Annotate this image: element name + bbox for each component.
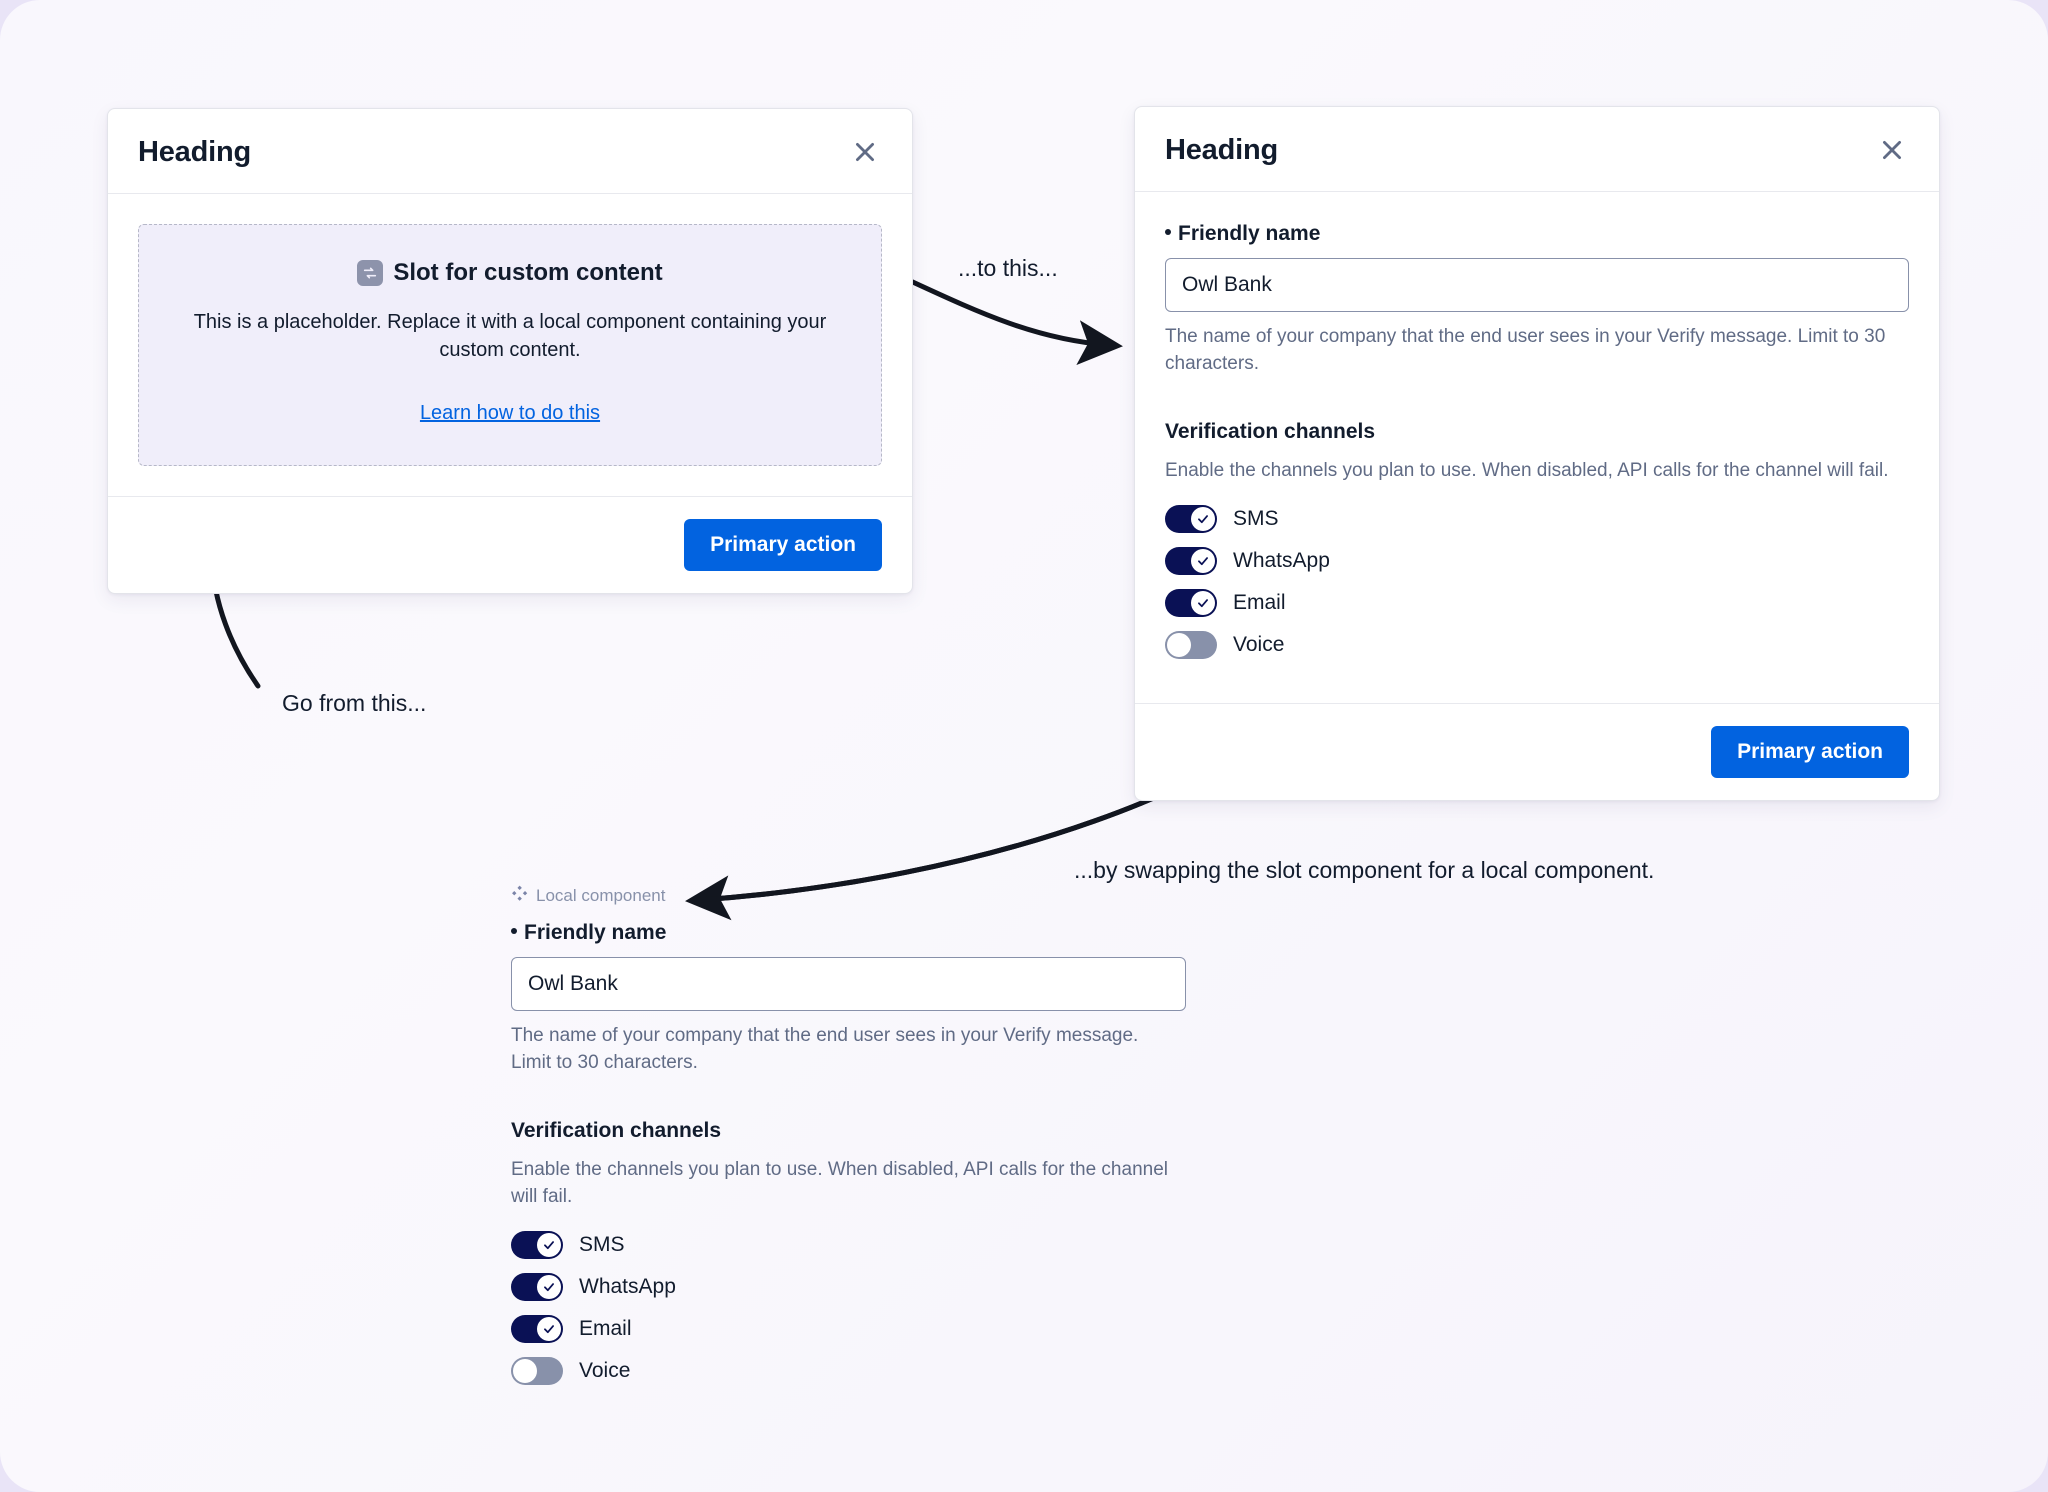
close-icon[interactable] — [1875, 133, 1909, 167]
verification-channels-list: SMS WhatsApp Email — [1165, 504, 1909, 659]
slot-card-header: Heading — [108, 109, 912, 194]
form-dialog-card: Heading Friendly name The name of your c… — [1134, 106, 1940, 801]
toggle-label-email: Email — [1233, 590, 1286, 614]
toggle-email[interactable] — [1165, 588, 1217, 617]
form-card-header: Heading — [1135, 107, 1939, 192]
slot-dialog-card: Heading Slot for custom content — [107, 108, 913, 595]
form-card-body: Friendly name The name of your company t… — [1135, 192, 1939, 703]
verification-channels-title: Verification channels — [1165, 419, 1376, 443]
close-icon[interactable] — [848, 135, 882, 169]
learn-how-link[interactable]: Learn how to do this — [419, 402, 601, 425]
channel-row: Voice — [1165, 630, 1909, 659]
friendly-name-input[interactable] — [511, 957, 1186, 1011]
channel-row: Voice — [511, 1356, 1186, 1385]
slot-swap-icon — [357, 260, 384, 286]
toggle-whatsapp[interactable] — [1165, 546, 1217, 575]
channel-row: Email — [1165, 588, 1909, 617]
form-card-footer: Primary action — [1135, 702, 1939, 800]
annotation-by-swapping: ...by swapping the slot component for a … — [1074, 857, 1655, 883]
channel-row: SMS — [511, 1230, 1186, 1259]
friendly-name-label-text: Friendly name — [1178, 222, 1321, 245]
slot-description: This is a placeholder. Replace it with a… — [193, 311, 827, 361]
toggle-label-sms: SMS — [579, 1232, 625, 1256]
friendly-name-input[interactable] — [1165, 258, 1909, 312]
slot-title: Slot for custom content — [393, 259, 663, 286]
toggle-sms[interactable] — [511, 1230, 563, 1259]
channel-row: WhatsApp — [511, 1272, 1186, 1301]
channel-row: SMS — [1165, 504, 1909, 533]
local-component-section: Local component Friendly name The name o… — [511, 885, 1186, 1399]
slot-title-row: Slot for custom content — [169, 259, 851, 287]
verification-channels-description: Enable the channels you plan to use. Whe… — [1165, 459, 1889, 481]
toggle-knob-check-icon — [1191, 548, 1215, 573]
toggle-label-email: Email — [579, 1316, 632, 1340]
toggle-label-whatsapp: WhatsApp — [1233, 548, 1330, 572]
verification-channels-title: Verification channels — [511, 1118, 722, 1142]
slot-card-footer: Primary action — [108, 496, 912, 593]
friendly-name-label: Friendly name — [511, 921, 1186, 945]
verification-channels-description: Enable the channels you plan to use. Whe… — [511, 1158, 1168, 1207]
required-dot-icon — [511, 928, 517, 934]
annotation-to-this: ...to this... — [958, 255, 1058, 281]
toggle-voice[interactable] — [511, 1356, 563, 1385]
toggle-knob — [1167, 632, 1191, 657]
channel-row: Email — [511, 1314, 1186, 1343]
toggle-knob-check-icon — [537, 1274, 561, 1299]
component-diamond-icon — [511, 885, 528, 907]
toggle-knob-check-icon — [537, 1232, 561, 1257]
toggle-label-voice: Voice — [1233, 632, 1285, 656]
local-component-badge-label: Local component — [536, 886, 666, 905]
primary-action-button[interactable]: Primary action — [684, 519, 882, 572]
required-dot-icon — [1165, 229, 1171, 235]
slot-card-title: Heading — [138, 135, 251, 168]
toggle-label-voice: Voice — [579, 1358, 631, 1382]
slot-placeholder-box: Slot for custom content This is a placeh… — [138, 224, 882, 467]
toggle-knob — [513, 1358, 537, 1383]
toggle-voice[interactable] — [1165, 630, 1217, 659]
toggle-label-sms: SMS — [1233, 506, 1279, 530]
toggle-knob-check-icon — [1191, 506, 1215, 531]
toggle-knob-check-icon — [537, 1316, 561, 1341]
toggle-whatsapp[interactable] — [511, 1272, 563, 1301]
form-card-title: Heading — [1165, 133, 1278, 166]
friendly-name-label: Friendly name — [1165, 222, 1909, 246]
local-component-badge: Local component — [511, 885, 1186, 907]
slot-card-body: Slot for custom content This is a placeh… — [108, 194, 912, 496]
toggle-label-whatsapp: WhatsApp — [579, 1274, 676, 1298]
toggle-email[interactable] — [511, 1314, 563, 1343]
friendly-name-label-text: Friendly name — [524, 921, 667, 944]
channel-row: WhatsApp — [1165, 546, 1909, 575]
annotation-go-from-this: Go from this... — [282, 690, 427, 716]
primary-action-button[interactable]: Primary action — [1711, 725, 1909, 778]
toggle-sms[interactable] — [1165, 504, 1217, 533]
verification-channels-list: SMS WhatsApp Email — [511, 1230, 1186, 1385]
friendly-name-help: The name of your company that the end us… — [511, 1025, 1139, 1073]
friendly-name-help: The name of your company that the end us… — [1165, 326, 1886, 374]
toggle-knob-check-icon — [1191, 590, 1215, 615]
